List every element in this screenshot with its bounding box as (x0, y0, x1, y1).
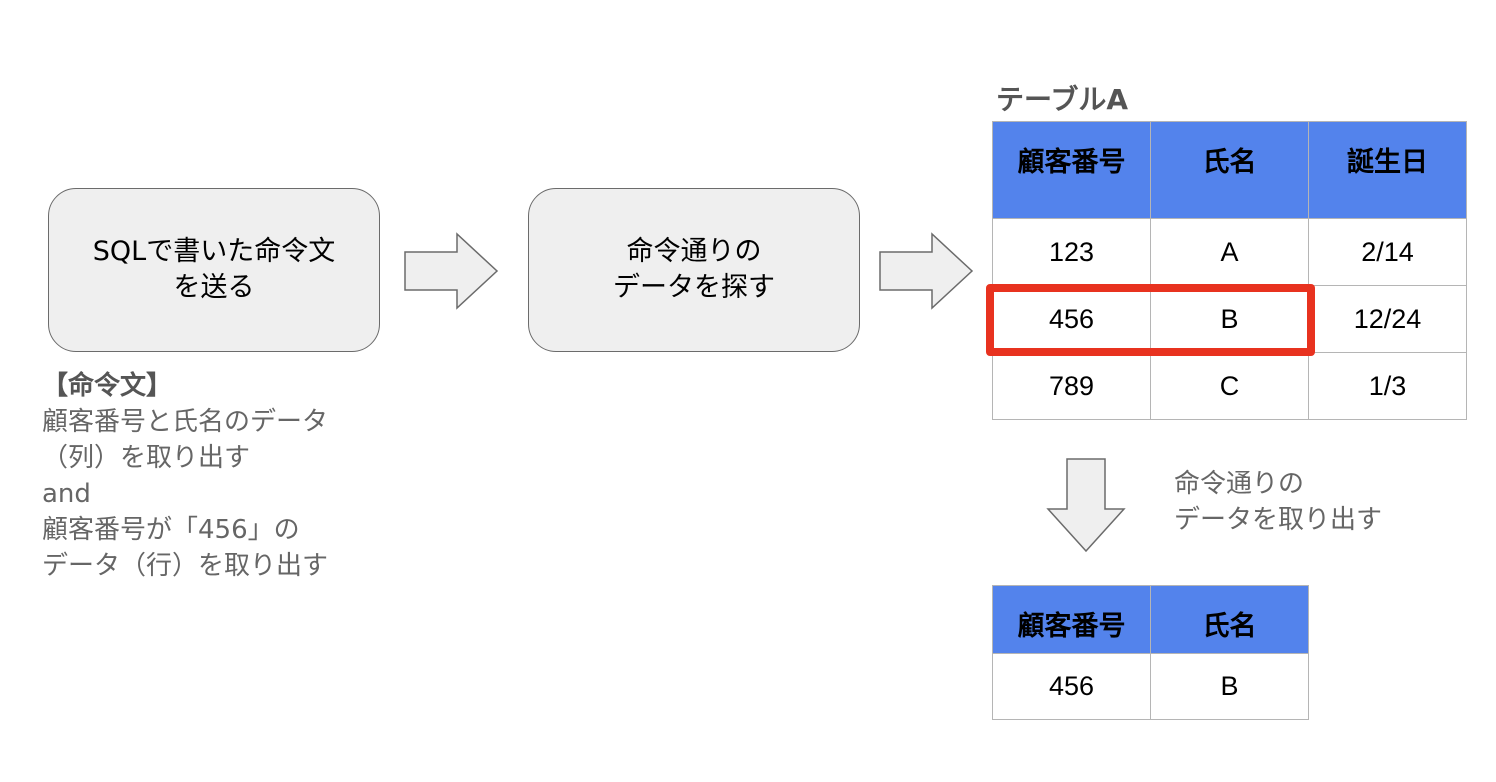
table-cell: 1/3 (1308, 352, 1467, 420)
table-cell: C (1150, 352, 1309, 420)
extract-note: 命令通りの データを取り出す (1174, 466, 1382, 538)
arrow-right-icon (404, 232, 499, 310)
command-note-line: （列）を取り出す (42, 443, 251, 473)
flow-step-send-sql: SQLで書いた命令文 を送る (48, 188, 380, 352)
step1-line1: SQLで書いた命令文 (92, 236, 336, 267)
table-cell: A (1150, 218, 1309, 286)
table-cell: 2/14 (1308, 218, 1467, 286)
table-cell: 123 (992, 218, 1151, 286)
table-cell: B (1150, 285, 1309, 353)
selection-highlight (986, 284, 1315, 356)
result-table: 顧客番号 氏名 456 B (992, 585, 1309, 720)
table-cell: 456 (992, 285, 1151, 353)
step2-line2: データを探す (613, 272, 775, 303)
step2-line1: 命令通りの (626, 236, 762, 267)
table-row: 123 A 2/14 (992, 218, 1467, 286)
column-header: 顧客番号 (992, 121, 1151, 219)
extract-note-line2: データを取り出す (1174, 505, 1383, 535)
arrow-down-icon (1046, 458, 1126, 553)
command-note: 【命令文】 顧客番号と氏名のデータ （列）を取り出す and 顧客番号が「456… (42, 368, 402, 584)
column-header: 氏名 (1150, 585, 1309, 654)
table-a: 顧客番号 氏名 誕生日 123 A 2/14 456 B 12/24 789 C… (992, 121, 1467, 420)
table-cell: B (1150, 653, 1309, 720)
command-note-line: and (42, 479, 91, 509)
column-header: 顧客番号 (992, 585, 1151, 654)
step1-line2: を送る (173, 272, 255, 303)
table-cell: 456 (992, 653, 1151, 720)
command-note-line: 顧客番号と氏名のデータ (42, 407, 329, 437)
arrow-right-icon (879, 232, 974, 310)
command-note-line: データ（行）を取り出す (42, 551, 329, 581)
table-row: 789 C 1/3 (992, 352, 1467, 420)
table-a-title: テーブルA (996, 83, 1128, 116)
table-cell: 789 (992, 352, 1151, 420)
extract-note-line1: 命令通りの (1174, 469, 1305, 499)
command-note-line: 顧客番号が「456」の (42, 515, 300, 545)
table-header-row: 顧客番号 氏名 (992, 585, 1309, 654)
table-row: 456 B (992, 653, 1309, 720)
table-cell: 12/24 (1308, 285, 1467, 353)
table-header-row: 顧客番号 氏名 誕生日 (992, 121, 1467, 219)
table-row: 456 B 12/24 (992, 285, 1467, 353)
command-note-heading: 【命令文】 (42, 371, 173, 401)
column-header: 誕生日 (1308, 121, 1467, 219)
flow-step-search-data: 命令通りの データを探す (528, 188, 860, 352)
column-header: 氏名 (1150, 121, 1309, 219)
